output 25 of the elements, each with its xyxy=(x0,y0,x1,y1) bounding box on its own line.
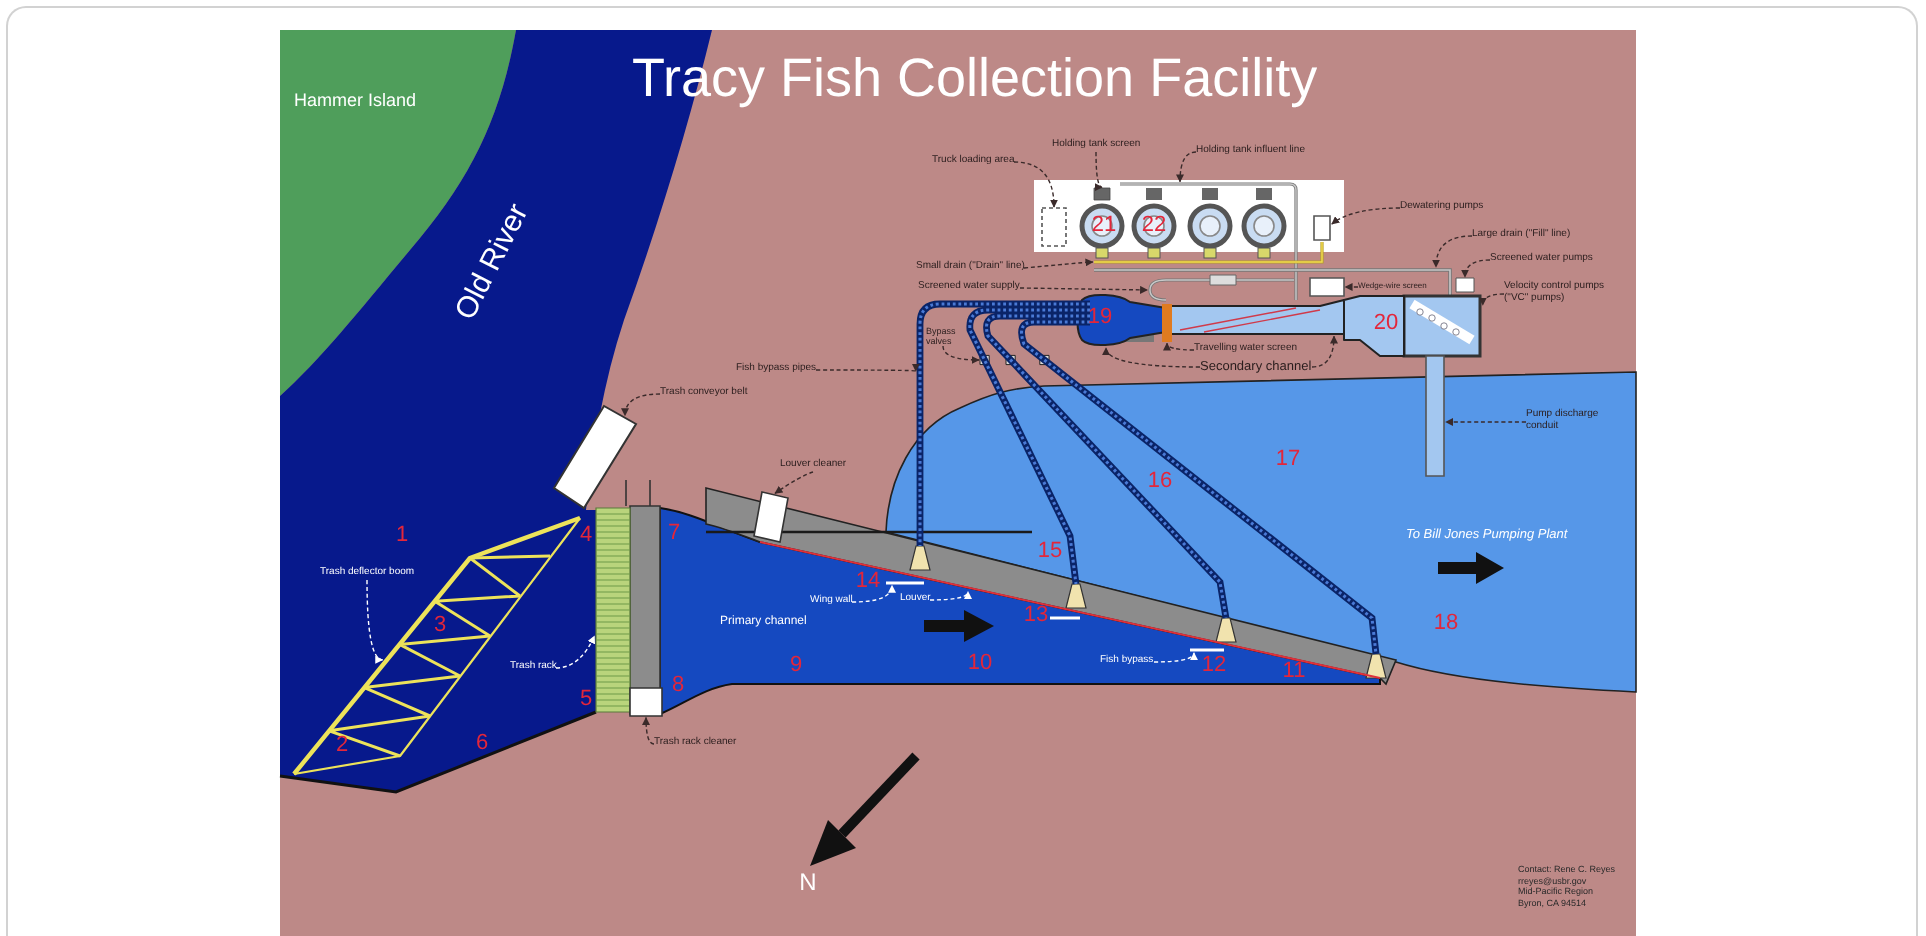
north-label: N xyxy=(799,870,817,894)
callout-number: 22 xyxy=(1141,215,1167,237)
callout-number: 6 xyxy=(475,733,489,755)
callout-number: 5 xyxy=(579,689,593,711)
callout-number: 16 xyxy=(1147,471,1173,493)
callout-number: 15 xyxy=(1037,541,1063,563)
callout-number: 4 xyxy=(579,525,593,547)
place-name: Hammer Island xyxy=(294,90,417,111)
callout-number: 18 xyxy=(1433,613,1459,635)
callout-number: 8 xyxy=(671,675,685,697)
river-name: Old River xyxy=(450,199,534,325)
callout-number: 3 xyxy=(433,615,447,637)
callout-number: 7 xyxy=(667,523,681,545)
callout-number: 17 xyxy=(1275,449,1301,471)
callout-number: 2 xyxy=(335,735,349,757)
callout-number: 14 xyxy=(855,571,881,593)
callout-number: 10 xyxy=(967,653,993,675)
callout-number: 19 xyxy=(1087,307,1113,329)
callout-number: 13 xyxy=(1023,605,1049,627)
callout-number: 12 xyxy=(1201,655,1227,677)
callout-number: 9 xyxy=(789,655,803,677)
callout-number: 1 xyxy=(395,525,409,547)
callout-number: 11 xyxy=(1282,661,1306,683)
callout-number: 21 xyxy=(1091,215,1117,237)
callout-number: 20 xyxy=(1373,313,1399,335)
